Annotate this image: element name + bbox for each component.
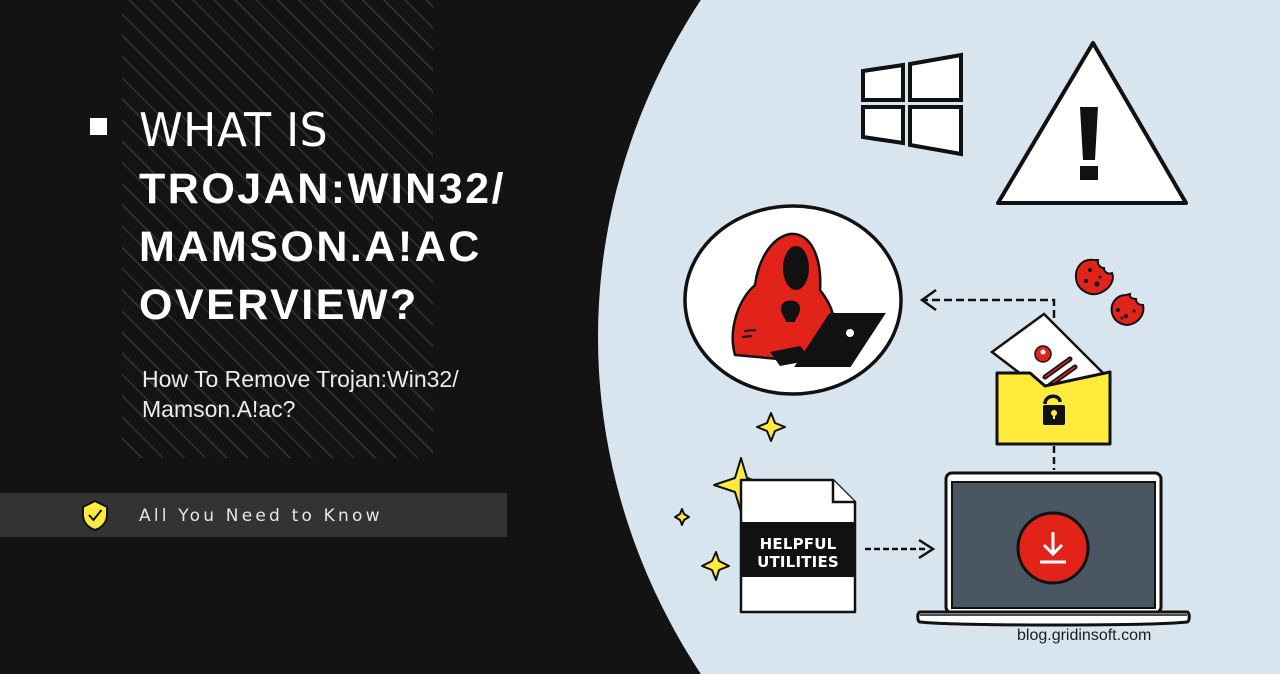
subtitle-line: Mamson.A!ac? <box>142 396 296 422</box>
utilities-file-icon <box>739 478 857 614</box>
unlocked-folder-icon <box>995 370 1112 446</box>
title-line: MAMSON.A!AC <box>139 223 482 271</box>
subtitle-line: How To Remove Trojan:Win32/ <box>142 366 459 392</box>
cookie-icon <box>1110 292 1145 326</box>
windows-logo-icon <box>861 52 963 157</box>
tagline-bar: All You Need to Know <box>0 493 507 537</box>
download-icon <box>1016 511 1090 585</box>
striped-panel <box>122 0 433 458</box>
page-title: TROJAN:WIN32/ MAMSON.A!AC OVERVIEW? <box>139 160 506 334</box>
utilities-label-line: UTILITIES <box>757 553 839 571</box>
watermark-url: blog.gridinsoft.com <box>1017 627 1152 644</box>
title-prefix: WHAT IS <box>139 103 329 157</box>
title-bullet <box>90 118 107 135</box>
title-line: OVERVIEW? <box>139 281 419 329</box>
shield-check-icon <box>82 499 108 532</box>
cookie-icon <box>1074 258 1114 296</box>
arrow-to-hacker <box>919 288 1056 318</box>
tagline-label: All You Need to Know <box>139 506 383 526</box>
utilities-label: HELPFUL UTILITIES <box>742 535 854 571</box>
subtitle: How To Remove Trojan:Win32/ Mamson.A!ac? <box>142 364 459 424</box>
title-line: TROJAN:WIN32/ <box>139 165 506 213</box>
utilities-label-line: HELPFUL <box>759 535 837 553</box>
hacker-icon <box>683 204 903 396</box>
warning-triangle-icon <box>996 41 1188 205</box>
arrow-to-laptop <box>865 538 936 560</box>
